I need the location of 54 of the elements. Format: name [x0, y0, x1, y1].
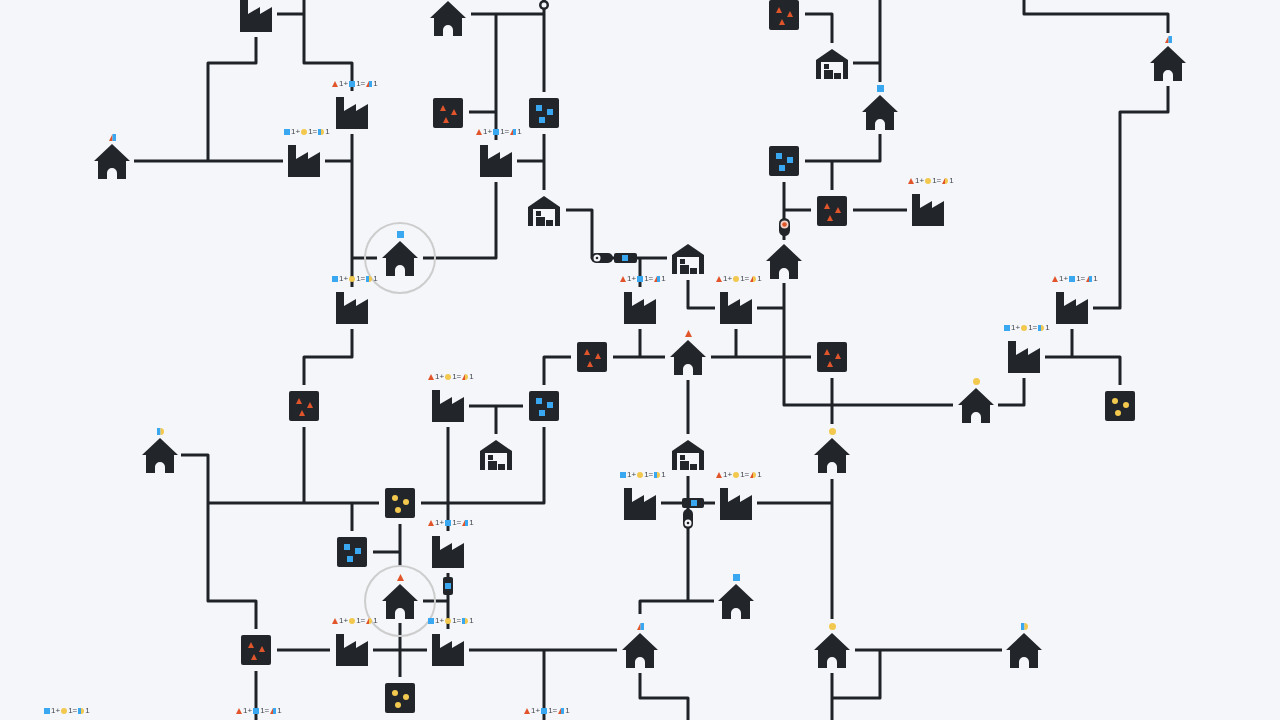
- recipe-text: 1+: [291, 128, 301, 136]
- recipe-text: 1: [277, 707, 282, 715]
- recipe-text: 1: [85, 707, 90, 715]
- recipe-text: 1=: [1028, 324, 1038, 332]
- recipe-text: 1=: [452, 519, 462, 527]
- recipe-text: 1: [661, 275, 666, 283]
- recipe-text: 1: [565, 707, 570, 715]
- recipe-text: 1=: [356, 617, 366, 625]
- recipe-text: 1=: [740, 275, 750, 283]
- recipe-text: 1: [373, 275, 378, 283]
- recipe-text: 1=: [356, 80, 366, 88]
- recipe-text: 1: [469, 519, 474, 527]
- recipe-text: 1+: [435, 373, 445, 381]
- recipe-text: 1=: [68, 707, 78, 715]
- recipe-text: 1: [469, 373, 474, 381]
- recipe-text: 1: [1045, 324, 1050, 332]
- recipe-text: 1+: [435, 617, 445, 625]
- recipe-text: 1=: [644, 275, 654, 283]
- recipe-text: 1+: [1059, 275, 1069, 283]
- recipe-text: 1+: [483, 128, 493, 136]
- recipe-text: 1: [757, 471, 762, 479]
- recipe-text: 1: [757, 275, 762, 283]
- recipe-text: 1+: [627, 471, 637, 479]
- recipe-text: 1+: [339, 80, 349, 88]
- recipe-text: 1=: [452, 617, 462, 625]
- recipe-text: 1+: [627, 275, 637, 283]
- recipe-text: 1: [373, 617, 378, 625]
- recipe-text: 1+: [243, 707, 253, 715]
- recipe-text: 1: [949, 177, 954, 185]
- recipe-text: 1+: [435, 519, 445, 527]
- recipe-text: 1=: [1076, 275, 1086, 283]
- recipe-text: 1=: [740, 471, 750, 479]
- recipe-text: 1=: [308, 128, 318, 136]
- recipe-text: 1=: [644, 471, 654, 479]
- recipe-text: 1=: [548, 707, 558, 715]
- recipe-text: 1=: [260, 707, 270, 715]
- recipe-text: 1=: [356, 275, 366, 283]
- recipe-text: 1+: [1011, 324, 1021, 332]
- recipe-text: 1+: [51, 707, 61, 715]
- recipe-text: 1: [661, 471, 666, 479]
- recipe-text: 1: [325, 128, 330, 136]
- recipe-text: 1: [1093, 275, 1098, 283]
- recipe-text: 1: [469, 617, 474, 625]
- recipe-text: 1=: [932, 177, 942, 185]
- recipe-text: 1+: [723, 275, 733, 283]
- recipe-text: 1+: [723, 471, 733, 479]
- recipe-text: 1=: [500, 128, 510, 136]
- recipe-text: 1+: [531, 707, 541, 715]
- recipe-text: 1=: [452, 373, 462, 381]
- recipe-text: 1: [517, 128, 522, 136]
- recipe-text: 1+: [915, 177, 925, 185]
- recipe-text: 1+: [339, 275, 349, 283]
- recipe-text: 1: [373, 80, 378, 88]
- recipe-text: 1+: [339, 617, 349, 625]
